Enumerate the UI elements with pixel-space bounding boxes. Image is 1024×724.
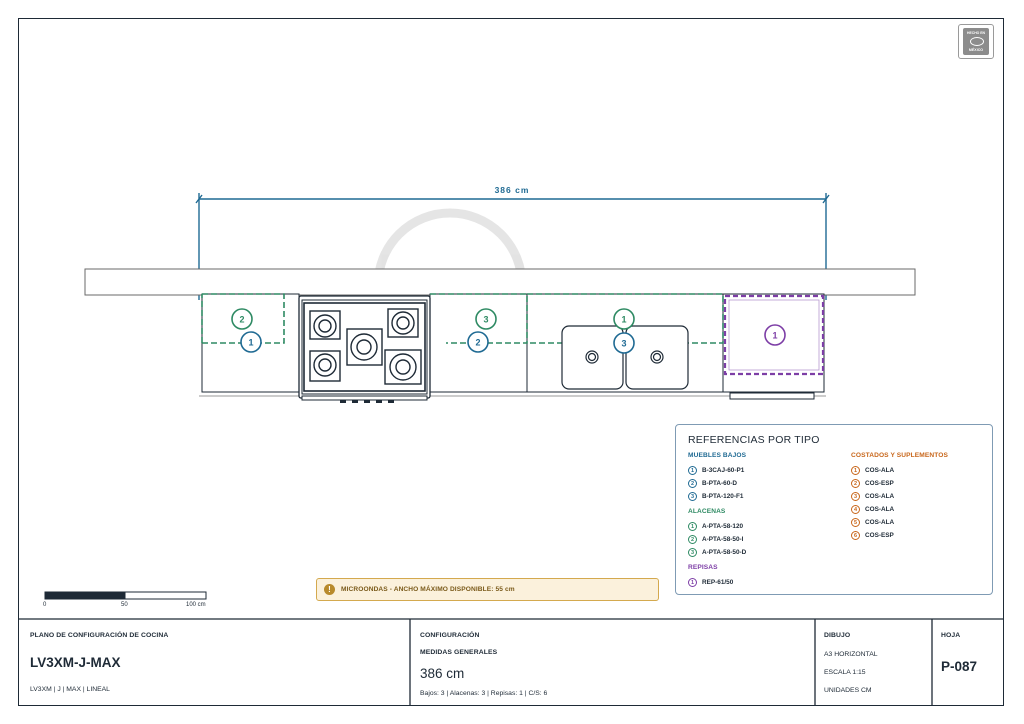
units: UNIDADES CM bbox=[824, 687, 872, 694]
legend-heading-shelves: REPISAS bbox=[688, 564, 718, 571]
countertop-band bbox=[84, 268, 916, 296]
stove bbox=[298, 295, 431, 403]
config-label: CONFIGURACIÓN bbox=[420, 632, 480, 639]
measure-value: 386 cm bbox=[420, 666, 465, 681]
cabinet-markers: 2 1 3 2 1 3 1 bbox=[231, 308, 786, 354]
measures-label: MEDIDAS GENERALES bbox=[420, 649, 498, 656]
microwave-notice: ! MICROONDAS - ANCHO MÁXIMO DISPONIBLE: … bbox=[316, 578, 659, 601]
marker-green-1: 1 bbox=[621, 315, 626, 325]
marker-green-3: 3 bbox=[483, 315, 488, 325]
base-cabinets bbox=[199, 293, 826, 397]
scale-label-100: 100 cm bbox=[186, 602, 206, 608]
drawing-sheet-frame bbox=[18, 18, 1004, 706]
notice-text: MICROONDAS - ANCHO MÁXIMO DISPONIBLE: 55… bbox=[341, 586, 515, 593]
dimension-label: 386 cm bbox=[495, 185, 530, 195]
marker-blue-2: 2 bbox=[475, 338, 480, 348]
scale-label-50: 50 bbox=[121, 602, 128, 608]
marker-blue-1: 1 bbox=[248, 338, 253, 348]
scale-label-0: 0 bbox=[43, 602, 47, 608]
sheet-number: P-087 bbox=[941, 659, 978, 674]
marker-green-2: 2 bbox=[239, 315, 244, 325]
cabinet-counts: Bajos: 3 | Alacenas: 3 | Repisas: 1 | C/… bbox=[420, 690, 548, 697]
sheet-label: HOJA bbox=[941, 632, 961, 639]
legend-heading-sides: COSTADOS Y SUPLEMENTOS bbox=[851, 452, 948, 459]
scale: ESCALA 1:15 bbox=[824, 669, 866, 676]
model-code: LV3XM-J-MAX bbox=[30, 655, 121, 670]
double-sink bbox=[561, 325, 689, 390]
warning-icon: ! bbox=[324, 584, 335, 595]
appliance-plinth bbox=[729, 392, 815, 400]
legend-heading-wall-cabinets: ALACENAS bbox=[688, 508, 726, 515]
made-in-mexico-badge: HECHO EN MÉXICO bbox=[958, 24, 994, 59]
marker-blue-3: 3 bbox=[621, 339, 626, 349]
format: A3 HORIZONTAL bbox=[824, 651, 878, 658]
shelf-fill bbox=[728, 299, 820, 371]
plan-label: PLANO DE CONFIGURACIÓN DE COCINA bbox=[30, 632, 169, 639]
eagle-icon bbox=[970, 37, 984, 46]
scale-bar bbox=[44, 591, 207, 600]
marker-purple-1: 1 bbox=[772, 331, 777, 341]
title-block-lines bbox=[18, 618, 1004, 706]
legend-title: REFERENCIAS POR TIPO bbox=[688, 434, 820, 446]
badge-top-text: HECHO EN bbox=[967, 31, 985, 35]
legend-heading-base-cabinets: MUEBLES BAJOS bbox=[688, 452, 747, 459]
badge-bottom-text: MÉXICO bbox=[968, 48, 984, 52]
drawing-label: DIBUJO bbox=[824, 632, 851, 639]
model-sub: LV3XM | J | MAX | LINEAL bbox=[30, 686, 110, 693]
shelf-dashed bbox=[723, 294, 825, 376]
